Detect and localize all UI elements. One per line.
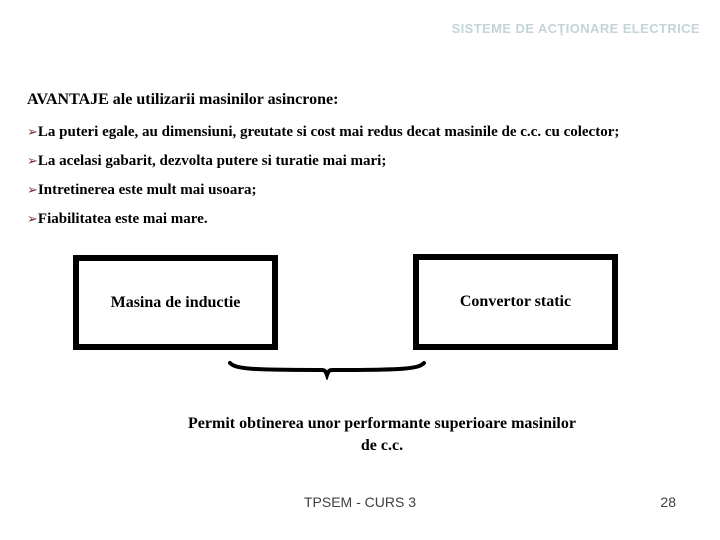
page-title: AVANTAJE ale utilizarii masinilor asincr… xyxy=(27,91,339,108)
footer-course-label: TPSEM - CURS 3 xyxy=(303,494,417,510)
caption-line2: de c.c. xyxy=(360,437,404,454)
slide-header-title: SISTEME DE ACŢIONARE ELECTRICE xyxy=(451,21,700,36)
bullet-text: La acelasi gabarit, dezvolta putere si t… xyxy=(37,153,387,169)
box-label: Convertor static xyxy=(459,293,572,310)
bullet-item: ➢Fiabilitatea este mai mare. xyxy=(27,205,717,234)
box-masina-de-inductie: Masina de inductie xyxy=(73,255,278,350)
bullet-list: ➢La puteri egale, au dimensiuni, greutat… xyxy=(27,118,717,234)
bullet-item: ➢La acelasi gabarit, dezvolta putere si … xyxy=(27,147,717,176)
box-label: Masina de inductie xyxy=(110,293,241,311)
arrow-bullet-icon: ➢ xyxy=(27,212,38,227)
caption: Permit obtinerea unor performante superi… xyxy=(42,413,720,457)
bullet-item: ➢La puteri egale, au dimensiuni, greutat… xyxy=(27,118,717,147)
bullet-text: Intretinerea este mult mai usoara; xyxy=(37,182,257,198)
bullet-text: Fiabilitatea este mai mare. xyxy=(37,211,208,227)
arrow-bullet-icon: ➢ xyxy=(27,125,38,140)
caption-line1: Permit obtinerea unor performante superi… xyxy=(188,415,576,432)
bullet-text: La puteri egale, au dimensiuni, greutate… xyxy=(37,124,620,140)
arrow-bullet-icon: ➢ xyxy=(27,183,38,198)
page-number: 28 xyxy=(660,494,676,510)
box-convertor-static: Convertor static xyxy=(413,254,618,350)
bullet-item: ➢Intretinerea este mult mai usoara; xyxy=(27,176,717,205)
underbrace-connector xyxy=(228,361,426,380)
arrow-bullet-icon: ➢ xyxy=(27,154,38,169)
